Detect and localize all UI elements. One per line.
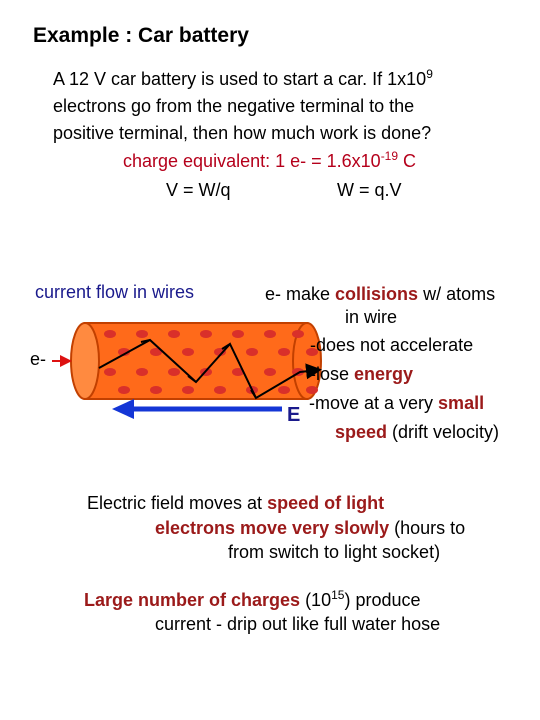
- field-line-3: from switch to light socket): [228, 542, 441, 562]
- atom-dot: [278, 386, 290, 394]
- atom-dot: [118, 386, 130, 394]
- charges-text: (10: [300, 590, 332, 610]
- problem-line-1: A 12 V car battery is used to start a ca…: [53, 68, 433, 90]
- atom-dot: [182, 348, 194, 356]
- atom-dot: [246, 348, 258, 356]
- atom-dot: [232, 368, 244, 376]
- atom-dot: [200, 330, 212, 338]
- problem-line-2: electrons go from the negative terminal …: [53, 96, 415, 116]
- speed-word: speed: [335, 422, 388, 442]
- atom-dot: [104, 368, 116, 376]
- field-label-e: E: [287, 404, 301, 426]
- field-line-1: Electric field moves at speed of light: [87, 492, 384, 514]
- large-number-charges: Large number of charges: [84, 590, 301, 610]
- note-text: -lose: [310, 364, 355, 384]
- current-flow-label: current flow in wires: [35, 282, 195, 302]
- note-text: e- make: [265, 284, 336, 304]
- atom-dot: [264, 330, 276, 338]
- note-text: (drift velocity): [387, 422, 500, 442]
- atom-dot: [150, 348, 162, 356]
- atom-dot: [232, 330, 244, 338]
- exponent-15: 15: [331, 588, 345, 602]
- wire-end-right: [292, 322, 322, 400]
- note-speed: speed (drift velocity): [335, 421, 499, 443]
- atom-dots: [104, 330, 318, 394]
- atom-dot: [168, 330, 180, 338]
- atom-dot: [264, 368, 276, 376]
- note-in-wire: in wire: [345, 307, 398, 327]
- formula-v: V = W/q: [166, 180, 231, 200]
- charges-line-1: Large number of charges (1015) produce: [84, 589, 421, 611]
- small-word: small: [438, 393, 485, 413]
- charge-equivalent: charge equivalent: 1 e- = 1.6x10-19 C: [123, 150, 416, 172]
- field-text: (hours to: [389, 518, 466, 538]
- page-title: Example : Car battery: [33, 24, 249, 47]
- atom-dot: [306, 348, 318, 356]
- atom-dot: [118, 348, 130, 356]
- formula-w: W = q.V: [337, 180, 402, 200]
- speed-of-light: speed of light: [267, 493, 385, 513]
- problem-line-3: positive terminal, then how much work is…: [53, 123, 432, 143]
- electron-label: e-: [30, 349, 47, 369]
- atom-dot: [136, 368, 148, 376]
- atom-dot: [214, 348, 226, 356]
- charges-line-2: current - drip out like full water hose: [155, 614, 441, 634]
- atom-dot: [278, 348, 290, 356]
- field-arrowhead: [112, 399, 134, 419]
- charges-text: ) produce: [344, 590, 421, 610]
- note-text: w/ atoms: [418, 284, 496, 304]
- field-line-2: electrons move very slowly (hours to: [155, 517, 465, 539]
- atom-dot: [182, 386, 194, 394]
- atom-dot: [168, 368, 180, 376]
- atom-dot: [306, 386, 318, 394]
- note-collisions: e- make collisions w/ atoms: [265, 283, 495, 305]
- atom-dot: [150, 386, 162, 394]
- energy-word: energy: [354, 364, 414, 384]
- charge-text: charge equivalent: 1 e- = 1.6x10: [123, 151, 381, 171]
- note-small: -move at a very small: [309, 392, 484, 414]
- note-text: -move at a very: [309, 393, 439, 413]
- collisions-word: collisions: [335, 284, 419, 304]
- note-energy: -lose energy: [310, 363, 413, 385]
- wire-end-left: [70, 322, 100, 400]
- note-accelerate: -does not accelerate: [310, 335, 474, 355]
- atom-dot: [104, 330, 116, 338]
- atom-dot: [292, 330, 304, 338]
- atom-dot: [136, 330, 148, 338]
- electron-path-arrows: [140, 339, 257, 399]
- exponent-9: 9: [426, 67, 433, 81]
- atom-dot: [214, 386, 226, 394]
- problem-text-1: A 12 V car battery is used to start a ca…: [53, 69, 427, 89]
- exponent-minus-19: -19: [380, 149, 399, 163]
- charge-unit: C: [398, 151, 417, 171]
- electrons-slow: electrons move very slowly: [155, 518, 390, 538]
- field-text: Electric field moves at: [87, 493, 268, 513]
